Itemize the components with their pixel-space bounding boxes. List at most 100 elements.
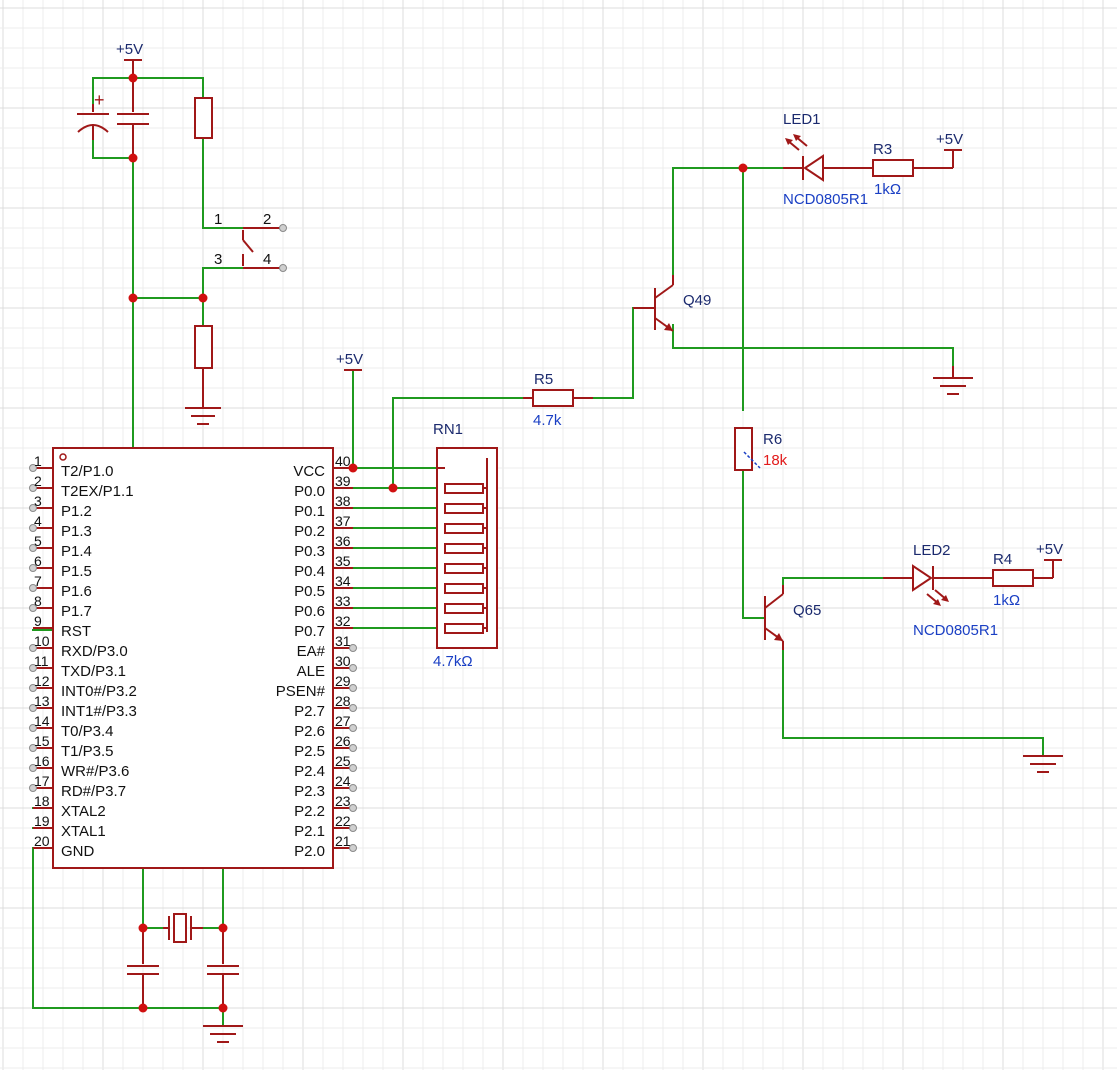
- pin-number: 14: [34, 713, 50, 729]
- transistor-q49: Q49: [633, 275, 711, 332]
- led1-designator: LED1: [783, 111, 821, 128]
- resistor-pulldown: [185, 325, 221, 425]
- resistor-pullup-top: [194, 97, 213, 139]
- svg-text:4: 4: [263, 251, 271, 268]
- pin-number: 13: [34, 693, 50, 709]
- pin-number: 3: [34, 493, 42, 509]
- pin-number: 20: [34, 833, 50, 849]
- pin-name: P0.5: [294, 583, 325, 600]
- svg-text:1: 1: [214, 211, 222, 228]
- pin-name: P0.4: [294, 563, 325, 580]
- pin-name: P2.1: [294, 823, 325, 840]
- ground-q65: [1023, 755, 1063, 773]
- mcu-pin-5: 5P1.4: [29, 533, 92, 560]
- r6-designator: R6: [763, 431, 782, 448]
- pin-number: 19: [34, 813, 50, 829]
- pin-name: P1.2: [61, 503, 92, 520]
- pin-number: 38: [335, 493, 351, 509]
- rn1-resistor: [444, 503, 487, 514]
- pin-number: 16: [34, 753, 50, 769]
- rn1-designator: RN1: [433, 421, 463, 438]
- pin-number: 28: [335, 693, 351, 709]
- pin-number: 31: [335, 633, 351, 649]
- pin-number: 7: [34, 573, 42, 589]
- pin-number: 17: [34, 773, 50, 789]
- pin-name: VCC: [293, 463, 325, 480]
- pin-number: 5: [34, 533, 42, 549]
- pin-number: 33: [335, 593, 351, 609]
- pin-number: 21: [335, 833, 351, 849]
- pin-name: XTAL1: [61, 823, 106, 840]
- pin-name: XTAL2: [61, 803, 106, 820]
- pin-number: 10: [34, 633, 50, 649]
- pin-name: P2.7: [294, 703, 325, 720]
- pin-number: 22: [335, 813, 351, 829]
- r5-value: 4.7k: [533, 412, 562, 429]
- mcu-pin-1: 1T2/P1.0: [29, 453, 114, 480]
- pin-number: 24: [335, 773, 351, 789]
- pin-number: 37: [335, 513, 351, 529]
- mcu-pin-8: 8P1.7: [29, 593, 92, 620]
- r3-designator: R3: [873, 141, 892, 158]
- pin-name: P0.7: [294, 623, 325, 640]
- pin-name: P1.3: [61, 523, 92, 540]
- svg-text:+: +: [94, 90, 105, 110]
- pin-name: PSEN#: [276, 683, 326, 700]
- pin-name: P2.5: [294, 743, 325, 760]
- pin-number: 39: [335, 473, 351, 489]
- svg-text:+5V: +5V: [936, 131, 963, 148]
- pin-number: 18: [34, 793, 50, 809]
- capacitor-xtal2: [207, 928, 239, 1008]
- pin-name: TXD/P3.1: [61, 663, 126, 680]
- power-5v-top: +5V: [116, 41, 143, 78]
- crystal: [163, 913, 203, 943]
- resistor-r5: R5 4.7k: [523, 371, 593, 429]
- svg-text:+5V: +5V: [116, 41, 143, 58]
- resistor-r4: R4 1kΩ +5V: [992, 541, 1063, 609]
- rn1-resistor: [444, 543, 487, 554]
- pin-name: P2.6: [294, 723, 325, 740]
- pin-number: 36: [335, 533, 351, 549]
- rn1-resistor: [444, 523, 487, 534]
- pin-number: 26: [335, 733, 351, 749]
- r6-value: 18k: [763, 452, 788, 469]
- pin-name: ALE: [297, 663, 325, 680]
- power-5v-mcu: +5V: [336, 351, 363, 371]
- polarized-capacitor: +: [77, 90, 109, 140]
- q49-designator: Q49: [683, 292, 711, 309]
- pin-name: P2.2: [294, 803, 325, 820]
- rn1-resistor: [444, 583, 487, 594]
- pin-name: P1.5: [61, 563, 92, 580]
- pin-number: 12: [34, 673, 50, 689]
- led2-designator: LED2: [913, 542, 951, 559]
- pin-name: T0/P3.4: [61, 723, 114, 740]
- pin-number: 30: [335, 653, 351, 669]
- mcu-pin-3: 3P1.2: [29, 493, 92, 520]
- mcu-8051: 1T2/P1.02T2EX/P1.13P1.24P1.35P1.46P1.57P…: [29, 447, 357, 869]
- pin-name: WR#/P3.6: [61, 763, 129, 780]
- led1: LED1 NCD0805R1: [783, 111, 873, 208]
- pin-number: 8: [34, 593, 42, 609]
- reset-switch: 1 2 3 4: [214, 211, 287, 272]
